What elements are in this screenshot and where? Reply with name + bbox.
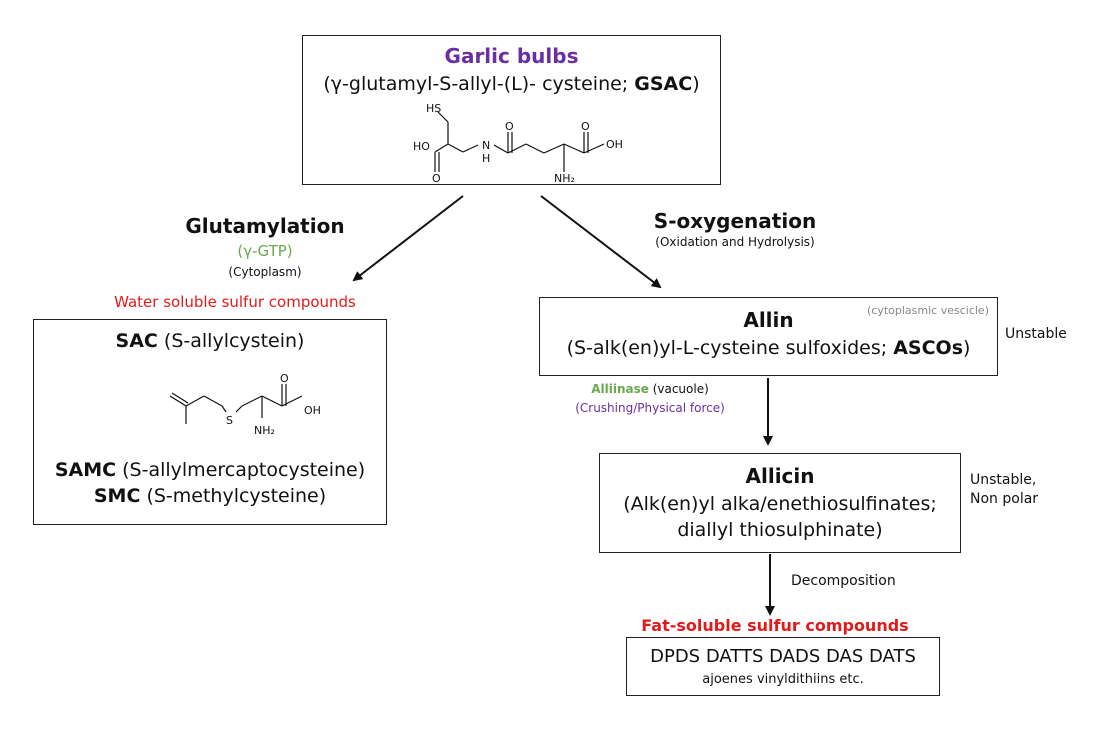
arrow-to-sac (352, 195, 464, 282)
mol-label-o3: O (581, 120, 590, 133)
sac-structure: S O OH NH₂ (169, 372, 321, 437)
alliinase-label: Alliinase (vacuole) (560, 382, 740, 396)
gsac-structure: HS HO O N H O O OH NH₂ (413, 102, 623, 182)
sac-label-s: S (226, 414, 233, 427)
mol-label-h: H (482, 152, 490, 165)
gamma-gtp-label: (γ-GTP) (237, 242, 293, 260)
garlic-subtitle: (γ-glutamyl-S-allyl-(L)- cysteine; GSAC) (303, 73, 720, 95)
sac-box: SAC (S-allylcystein) S O OH NH₂ SAMC (S-… (33, 319, 387, 525)
mol-label-ho: HO (413, 140, 430, 153)
allicin-note-unstable: Unstable, (970, 472, 1037, 488)
allin-title: Allin (743, 308, 794, 332)
fat-compounds-line1: DPDS DATTS DADS DAS DATS (650, 646, 916, 667)
mol-label-o1: O (432, 172, 441, 182)
allicin-line2: diallyl thiosulphinate) (677, 519, 883, 541)
fat-compounds-line2: ajoenes vinyldithiins etc. (702, 672, 864, 687)
garlic-subtitle-close: ) (692, 73, 700, 95)
glutamylation-title: Glutamylation (185, 214, 345, 238)
ascos-abbrev: ASCOs (893, 337, 963, 359)
allin-subtitle: (S-alk(en)yl-L-cysteine sulfoxides; ASCO… (540, 337, 997, 359)
sac-title: SAC (S-allylcystein) (34, 330, 386, 352)
garlic-title: Garlic bulbs (444, 44, 579, 68)
allin-box: (cytoplasmic vescicle) Allin (S-alk(en)y… (539, 297, 998, 376)
allicin-box: Allicin (Alk(en)yl alka/enethiosulfinate… (599, 453, 961, 553)
garlic-box: Garlic bulbs (γ-glutamyl-S-allyl-(L)- cy… (302, 35, 721, 185)
samc-name: (S-allylmercaptocysteine) (116, 459, 366, 481)
smc-name: (S-methylcysteine) (140, 485, 327, 507)
gsac-abbrev: GSAC (634, 73, 693, 95)
oxidation-hydrolysis-label: (Oxidation and Hydrolysis) (655, 235, 815, 249)
allin-subtitle-close: ) (963, 337, 971, 359)
smc-abbrev: SMC (93, 485, 141, 507)
sac-name: (S-allylcystein) (157, 330, 305, 352)
fat-soluble-label: Fat-soluble sulfur compounds (641, 616, 909, 635)
allin-subtitle-text: (S-alk(en)yl-L-cysteine sulfoxides; (566, 337, 894, 359)
s-oxygenation-title: S-oxygenation (653, 209, 817, 233)
water-soluble-label: Water soluble sulfur compounds (114, 293, 356, 311)
sac-abbrev: SAC (115, 330, 158, 352)
sac-label-oh: OH (304, 404, 321, 417)
allicin-note-nonpolar: Non polar (970, 491, 1039, 507)
mol-label-o2: O (505, 120, 514, 133)
samc-abbrev: SAMC (54, 459, 117, 481)
smc-line: SMC (S-methylcysteine) (34, 485, 386, 507)
cytoplasm-label: (Cytoplasm) (228, 265, 302, 279)
arrow-to-allin (540, 195, 662, 289)
fat-box: DPDS DATTS DADS DAS DATS ajoenes vinyldi… (626, 637, 940, 696)
sac-label-o: O (280, 372, 289, 385)
crushing-label: (Crushing/Physical force) (575, 401, 725, 415)
cytoplasmic-vesicle-label: (cytoplasmic vescicle) (867, 304, 989, 317)
mol-label-n: N (482, 139, 490, 152)
sac-label-nh2: NH₂ (254, 424, 275, 437)
mol-label-nh2: NH₂ (554, 172, 575, 182)
alliinase-enzyme: Alliinase (591, 382, 649, 396)
allin-unstable-note: Unstable (1005, 326, 1067, 342)
alliinase-location: (vacuole) (648, 382, 709, 396)
allicin-line1: (Alk(en)yl alka/enethiosulfinates; (623, 493, 937, 515)
allicin-title: Allicin (745, 464, 815, 488)
mol-label-oh: OH (606, 138, 623, 151)
decomposition-label: Decomposition (791, 573, 896, 589)
mol-label-hs: HS (426, 102, 441, 115)
samc-line: SAMC (S-allylmercaptocysteine) (34, 459, 386, 481)
garlic-subtitle-text: (γ-glutamyl-S-allyl-(L)- cysteine; (323, 73, 635, 95)
